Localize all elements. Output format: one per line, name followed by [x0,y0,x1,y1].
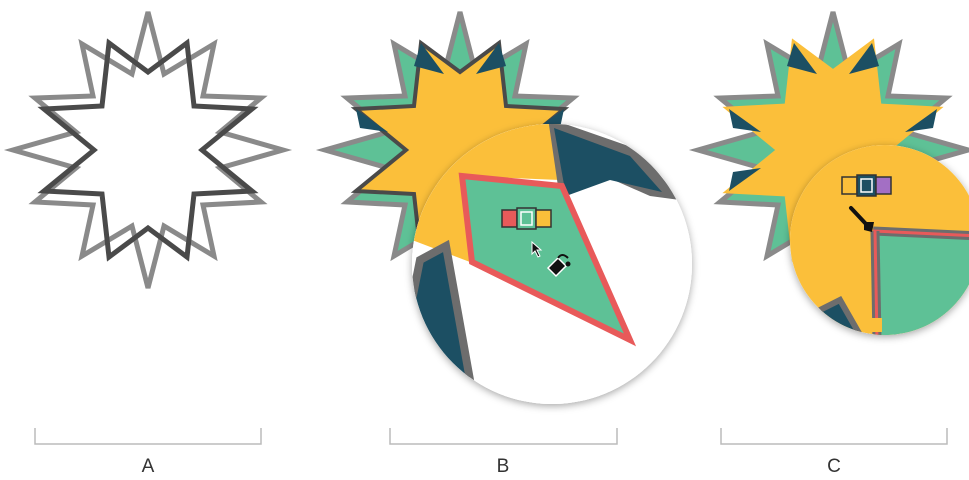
panel-b-bracket [389,428,618,445]
panel-a-dark-star-outline [37,38,259,262]
panel-a-bracket [34,428,262,445]
panel-c-teal-gap [849,43,879,74]
panel-a-label: A [141,456,155,477]
panel-c-magnifier [790,145,969,335]
panel-brackets [34,428,948,445]
panel-b-label: B [496,456,510,477]
panel-c-teal-gap [729,109,761,132]
panel-c-teal-gap [905,109,937,132]
panel-b-teal-gap [414,43,444,74]
panel-c-teal-gap [729,168,761,191]
panel-b-teal-gap [476,43,506,74]
live-paint-bucket-icon [531,240,571,278]
panel-c-zoom-green-region [875,232,969,335]
panel-b-teal-gap [356,109,388,132]
panel-c-swatch-preview [841,174,892,197]
panel-c-label: C [827,456,841,477]
panel-a-light-star-outline [3,11,293,289]
panel-a-star-outlines [3,11,293,289]
live-paint-brush-icon [849,206,874,232]
panel-b-swatch-preview [501,207,552,230]
panel-b-zoom-teal-region [554,128,662,196]
panel-c-teal-gap [787,43,817,74]
panel-c-bracket [720,428,948,445]
